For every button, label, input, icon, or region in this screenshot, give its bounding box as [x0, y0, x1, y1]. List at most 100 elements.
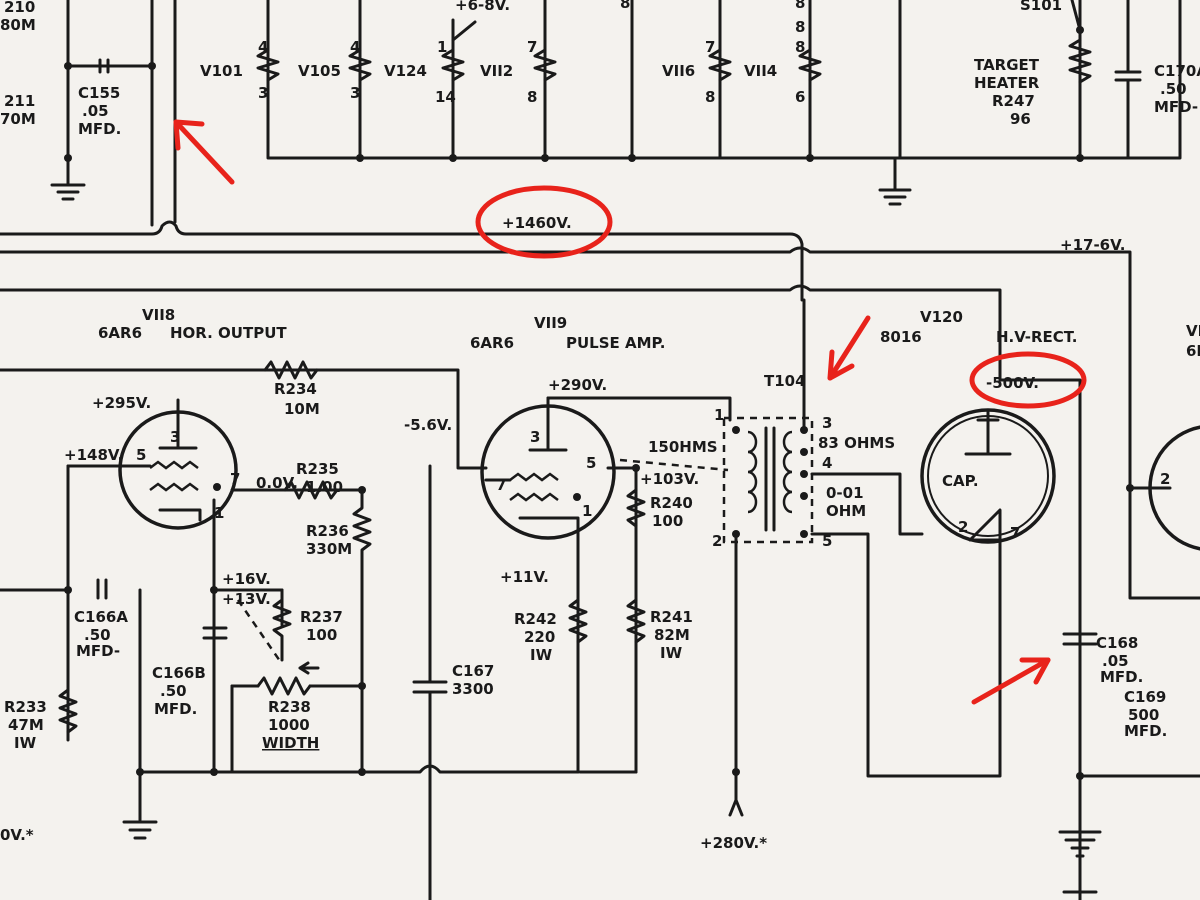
label-v120-function: H.V-RECT. [996, 328, 1077, 346]
pin-label: 5 [822, 532, 832, 550]
pin-label: 7 [705, 38, 715, 56]
pin-label: 3 [350, 84, 360, 102]
label-hv-1460: +1460V. [502, 214, 572, 232]
label-width: WIDTH [262, 734, 319, 752]
label-r237: R237 [300, 608, 343, 626]
label-c155: C155 [78, 84, 120, 102]
pin-label: 8 [795, 0, 805, 12]
label-plus-148v: +148V. [64, 446, 123, 464]
v119-wiring [484, 396, 732, 774]
label-c166a-unit: MFD- [76, 642, 120, 660]
label-c170: C170A [1154, 62, 1200, 80]
label-v118-type: 6AR6 [98, 324, 142, 342]
label-right-tube: VI [1186, 322, 1200, 340]
label-c167: C167 [452, 662, 494, 680]
label-c169: C169 [1124, 688, 1166, 706]
pin-label: 3 [530, 428, 540, 446]
label-c168-value: .05 [1102, 652, 1129, 670]
label-r236: R236 [306, 522, 349, 540]
pin-label: 7 [527, 38, 537, 56]
pin-label: 8 [620, 0, 630, 12]
pin-label: 1 [214, 504, 224, 522]
label-minus-5-6v: -5.6V. [404, 416, 452, 434]
pin-label: 4 [350, 38, 360, 56]
label-c166a-value: .50 [84, 626, 111, 644]
label-v116: VII6 [662, 62, 695, 80]
label-150-ohms: 150HMS [648, 438, 718, 456]
label-v119: VII9 [534, 314, 567, 332]
v118-wiring [0, 360, 580, 900]
pin-label: 5 [136, 446, 146, 464]
red-circle-minus-500v [969, 351, 1087, 409]
label-c169-value: 500 [1128, 706, 1159, 724]
label-r247: R247 [992, 92, 1035, 110]
pin-label: 8 [527, 88, 537, 106]
label-v112: VII2 [480, 62, 513, 80]
label-r235-value: 1.00 [306, 478, 343, 496]
label-v119-type: 6AR6 [470, 334, 514, 352]
label-r234-value: 10M [284, 400, 320, 418]
pin-label: 8 [795, 38, 805, 56]
label-plus-13v: +13V. [222, 590, 271, 608]
label-r211-value: 70M [0, 110, 36, 128]
pin-label: 3 [170, 428, 180, 446]
labels: 210 80M 211 70M C155 .05 MFD. V101 V105 … [0, 0, 1200, 852]
label-v101: V101 [200, 62, 243, 80]
label-r241: R241 [650, 608, 693, 626]
label-r240-value: 100 [652, 512, 683, 530]
label-r210-value: 80M [0, 16, 36, 34]
label-right-tube-type: 6I [1186, 342, 1200, 360]
label-s101: S101 [1020, 0, 1062, 14]
label-c169-unit: MFD. [1124, 722, 1167, 740]
pin-label: 3 [822, 414, 832, 432]
label-c170-value: .50 [1160, 80, 1187, 98]
label-minus-500v: -500V. [986, 374, 1039, 392]
label-plus-16v: +16V. [222, 570, 271, 588]
label-plus-103v: +103V. [640, 470, 699, 488]
label-c168: C168 [1096, 634, 1138, 652]
red-arrow-left [173, 119, 235, 185]
label-r247-value: 96 [1010, 110, 1031, 128]
label-c166a: C166A [74, 608, 128, 626]
pin-label: 1 [582, 502, 592, 520]
pin-label: 8 [795, 18, 805, 36]
label-v120-type: 8016 [880, 328, 922, 346]
label-plus-11v: +11V. [500, 568, 549, 586]
label-r237-value: 100 [306, 626, 337, 644]
label-r210: 210 [4, 0, 35, 16]
red-arrow-transformer [827, 315, 871, 381]
red-annotations [173, 119, 1087, 705]
label-r233-watt: IW [14, 734, 37, 752]
label-r240: R240 [650, 494, 693, 512]
label-t104: T104 [764, 372, 806, 390]
label-target: TARGET [974, 56, 1040, 74]
label-r238-value: 1000 [268, 716, 310, 734]
label-v118-function: HOR. OUTPUT [170, 324, 287, 342]
label-r233: R233 [4, 698, 47, 716]
label-r241-value: 82M [654, 626, 690, 644]
pin-label: 7 [230, 470, 240, 488]
label-c170-unit: MFD- [1154, 98, 1198, 116]
pin-label: 6 [795, 88, 805, 106]
pin-label: 4 [258, 38, 268, 56]
label-r211: 211 [4, 92, 35, 110]
label-heater: HEATER [974, 74, 1040, 92]
label-v120: V120 [920, 308, 963, 326]
label-plus-295v: +295V. [92, 394, 151, 412]
label-v124: V124 [384, 62, 427, 80]
label-v118: VII8 [142, 306, 175, 324]
pin-label: 5 [586, 454, 596, 472]
label-83-ohms: 83 OHMS [818, 434, 895, 452]
label-r233-value: 47M [8, 716, 44, 734]
pin-label: 4 [822, 454, 832, 472]
label-v119-function: PULSE AMP. [566, 334, 665, 352]
label-v114: VII4 [744, 62, 777, 80]
pin-label: 2 [958, 518, 968, 536]
red-arrow-c168 [971, 657, 1051, 705]
label-plus-17-6v: +17-6V. [1060, 236, 1125, 254]
pin-label: 2 [712, 532, 722, 550]
label-plus-290v: +290V. [548, 376, 607, 394]
label-c155-unit: MFD. [78, 120, 121, 138]
label-v105: V105 [298, 62, 341, 80]
